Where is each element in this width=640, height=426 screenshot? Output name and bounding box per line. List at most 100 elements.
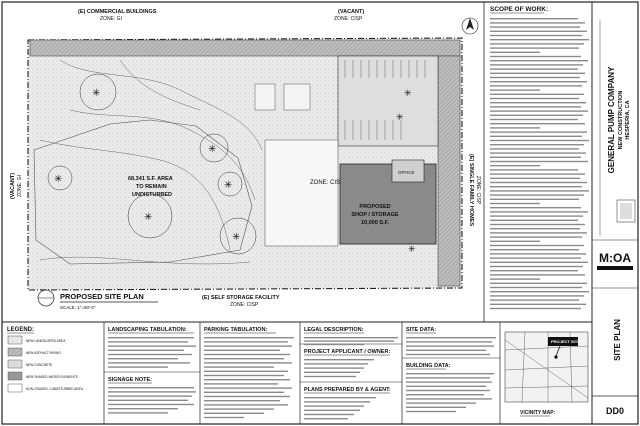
fine-print-line xyxy=(490,30,587,32)
project-location: HESPERIA, CA xyxy=(625,100,631,139)
fine-print-line xyxy=(108,399,188,401)
fine-print-line xyxy=(304,405,364,407)
legend-swatch-concrete xyxy=(7,359,23,369)
fine-print-line xyxy=(108,337,194,339)
fine-print-line xyxy=(490,18,578,20)
fine-print-line xyxy=(108,362,190,364)
tree-icon: ✳ xyxy=(232,232,240,243)
fine-print-line xyxy=(304,375,356,378)
fine-print-line xyxy=(490,93,584,95)
legend-swatch-undisturbed xyxy=(7,383,23,393)
building-data-text-block xyxy=(406,373,494,413)
fine-print-line xyxy=(304,371,360,373)
signage-title: SIGNAGE NOTE: xyxy=(108,377,152,383)
project-site-marker-icon xyxy=(554,355,558,359)
south-zone: ZONE: CISP xyxy=(230,302,259,308)
fine-print-line xyxy=(490,165,540,167)
vicinity-title: VICINITY MAP: xyxy=(520,410,556,416)
fine-print-line xyxy=(406,337,496,339)
north-arrow-pointer xyxy=(466,18,474,30)
vicinity-roads xyxy=(504,331,589,403)
fine-print-line xyxy=(304,413,354,416)
fine-print-line xyxy=(490,303,586,305)
fine-print-line xyxy=(406,377,490,379)
scope-of-work: SCOPE OF WORK: xyxy=(490,6,589,310)
fine-print-line xyxy=(204,387,292,389)
tree-canopy xyxy=(219,217,257,255)
tree-icon: ✳ xyxy=(144,212,152,223)
fine-print-line xyxy=(204,353,290,356)
fine-print-line xyxy=(406,410,456,413)
prepared-title: PLANS PREPARED BY & AGENT: xyxy=(304,387,391,393)
fine-print-line xyxy=(490,97,579,100)
fine-print-line xyxy=(490,139,589,142)
prepared-text-block xyxy=(304,397,376,420)
fine-print-line xyxy=(108,387,194,389)
fine-print-line xyxy=(490,244,584,247)
fine-print-line xyxy=(490,186,582,188)
fine-print-line xyxy=(490,236,582,238)
fine-print-line xyxy=(490,228,580,230)
fine-print-line xyxy=(204,345,292,347)
signage-text-block xyxy=(108,387,196,414)
tree-canopy xyxy=(79,73,117,111)
building-data-title: BUILDING DATA: xyxy=(406,363,451,369)
parking-stalls xyxy=(344,60,426,140)
applicant-title: PROJECT APPLICANT / OWNER: xyxy=(304,349,390,355)
fine-print-line xyxy=(108,358,178,360)
north-zone: ZONE: GI xyxy=(100,16,122,22)
fine-print-line xyxy=(304,397,376,399)
legend-item: NON-GRADED / UNDISTURBED AREA xyxy=(26,387,84,391)
fine-print-line xyxy=(490,152,586,154)
fine-print-line xyxy=(490,60,588,62)
fine-print-line xyxy=(490,194,584,196)
undisturbed-area-outline xyxy=(33,119,253,265)
north-label-2: (VACANT) xyxy=(338,9,364,15)
landscape-island xyxy=(254,83,276,111)
fine-print-line xyxy=(490,173,585,175)
fine-print-line xyxy=(490,270,578,272)
project-site-leader xyxy=(555,345,561,357)
tree-icon: ✳ xyxy=(208,144,216,155)
fine-print-line xyxy=(490,286,582,289)
site-data-text-block xyxy=(406,337,496,356)
fine-print-line xyxy=(490,295,584,297)
fine-print-line xyxy=(490,131,587,133)
tree-canopy xyxy=(47,165,73,191)
fine-print-line xyxy=(304,359,374,361)
landscaping-title: LANDSCAPING TABULATION: xyxy=(108,327,187,333)
fine-print-line xyxy=(490,160,588,163)
fine-print-line xyxy=(490,51,540,53)
fine-print-line xyxy=(204,337,294,339)
site-plan-title: PROPOSED SITE PLAN xyxy=(60,292,144,301)
scope-title: SCOPE OF WORK: xyxy=(490,6,548,13)
fine-print-line xyxy=(490,81,587,83)
fine-print-line xyxy=(304,343,364,346)
legend-swatch-landscape xyxy=(7,335,23,345)
fine-print-line xyxy=(490,22,585,24)
fine-print-line xyxy=(490,26,580,28)
fine-print-line xyxy=(490,72,585,74)
north-zone-2: ZONE: CISP xyxy=(334,16,363,22)
fine-print-line xyxy=(204,383,278,385)
fine-print-line xyxy=(490,232,587,234)
fine-print-line xyxy=(204,391,284,393)
fine-print-line xyxy=(406,381,492,383)
east-label: (E) SINGLE FAMILY HOMES xyxy=(468,154,474,226)
existing-trees: ✳ ✳ ✳ ✳ ✳ ✳ ✳ ✳ ✳ xyxy=(47,73,416,255)
project-site-label: PROJECT SITE xyxy=(551,339,580,344)
fine-print-line xyxy=(490,307,581,310)
applicant-text-block xyxy=(304,359,374,378)
building-name: PROPOSED xyxy=(359,204,390,210)
fine-print-line xyxy=(490,223,585,226)
fine-print-line xyxy=(490,118,578,121)
fine-print-line xyxy=(490,47,579,49)
fine-print-line xyxy=(490,135,582,137)
fine-print-line xyxy=(490,202,540,205)
parking-lot xyxy=(337,55,439,147)
west-label: (VACANT) xyxy=(10,173,16,199)
fine-print-line xyxy=(204,412,264,414)
fine-print-line xyxy=(406,349,486,351)
fine-print-line xyxy=(108,349,184,351)
fine-print-line xyxy=(490,76,580,79)
